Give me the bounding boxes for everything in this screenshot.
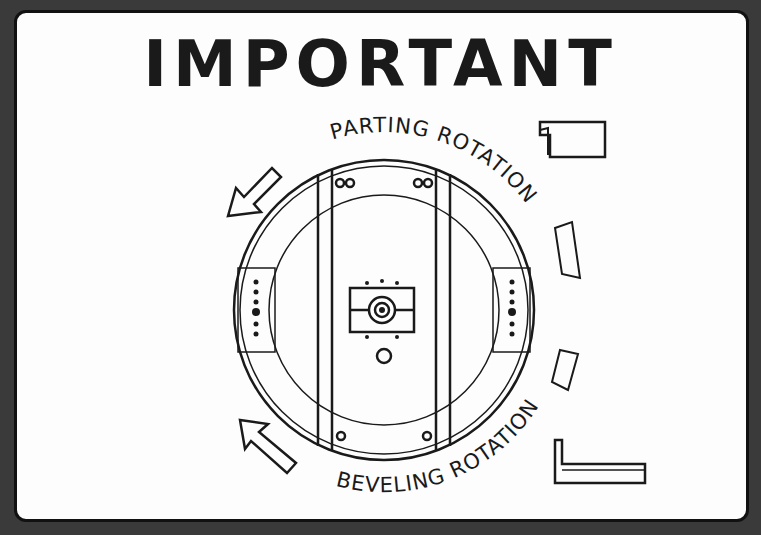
curved-label-group: PARTING ROTATION bbox=[327, 113, 542, 208]
bolt-holes bbox=[252, 279, 516, 339]
turntable bbox=[228, 122, 645, 483]
sign-title: IMPORTANT bbox=[0, 32, 761, 96]
rotation-label: PARTING ROTATION bbox=[327, 113, 542, 208]
rotation-label: BEVELING ROTATION bbox=[334, 394, 544, 497]
curved-label-group: BEVELING ROTATION bbox=[334, 394, 544, 497]
